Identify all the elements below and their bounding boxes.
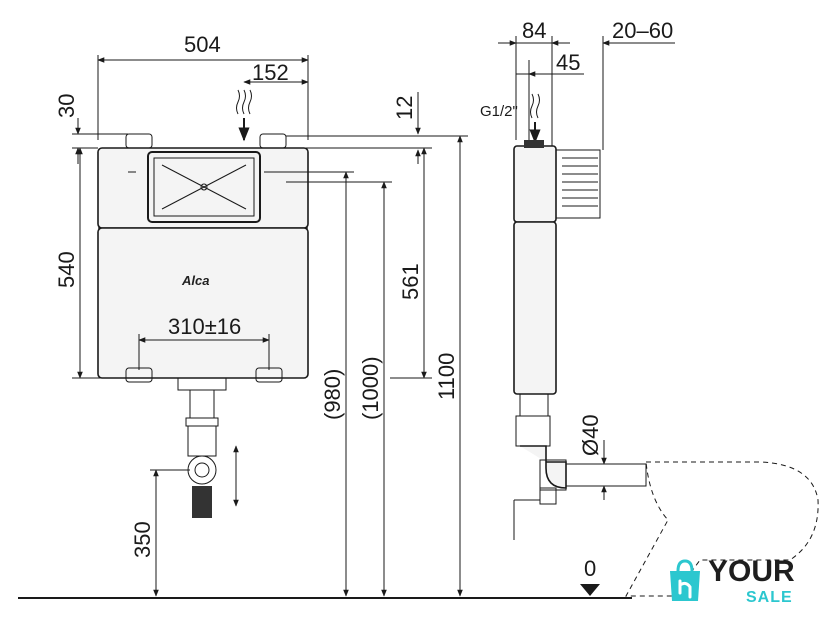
- dim-height: 540: [54, 251, 79, 288]
- dim-1100: 1100: [434, 353, 459, 400]
- dim-inner: 45: [556, 50, 580, 75]
- dim-mount: 350: [130, 521, 155, 558]
- brand-label: Alca: [181, 273, 209, 288]
- side-cistern-body: [513, 221, 557, 395]
- dim-width: 504: [184, 32, 221, 57]
- logo-word-sale: SALE: [746, 589, 793, 606]
- dim-pipe: Ø40: [578, 414, 603, 456]
- mount-lug-left: [125, 133, 153, 149]
- wall-adapter: [555, 149, 601, 219]
- dim-adjust: 20–60: [612, 18, 673, 43]
- side-view: 84 20–60 45 G1/2": [480, 18, 819, 597]
- shopping-bag-icon: [670, 559, 700, 601]
- dim-depth: 84: [522, 18, 546, 43]
- dim-floor: 0: [584, 556, 596, 581]
- valve-actuator: [192, 486, 212, 518]
- mount-lug-right: [259, 133, 287, 149]
- dim-top: 12: [392, 96, 417, 120]
- dim-561: 561: [398, 263, 423, 300]
- dim-980: (980): [320, 369, 345, 420]
- dim-top-gap: 30: [54, 94, 79, 118]
- dim-spacing: 310±16: [168, 314, 241, 339]
- logo-word-your: YOUR: [708, 555, 795, 588]
- front-view: Alca 504 152 30 540 310±16 350 (980): [54, 32, 468, 597]
- yoursale-logo: YOUR SALE: [664, 553, 824, 611]
- dim-offset: 152: [252, 60, 289, 85]
- supply-label: G1/2": [480, 103, 518, 120]
- side-cistern-top: [513, 145, 557, 223]
- dim-1000: (1000): [358, 356, 383, 420]
- drain-pipe: [565, 463, 647, 487]
- toilet-bowl-outline: [625, 461, 819, 597]
- cistern-body: [97, 227, 309, 379]
- inspection-opening: [147, 151, 261, 223]
- flush-outlet: [177, 377, 227, 391]
